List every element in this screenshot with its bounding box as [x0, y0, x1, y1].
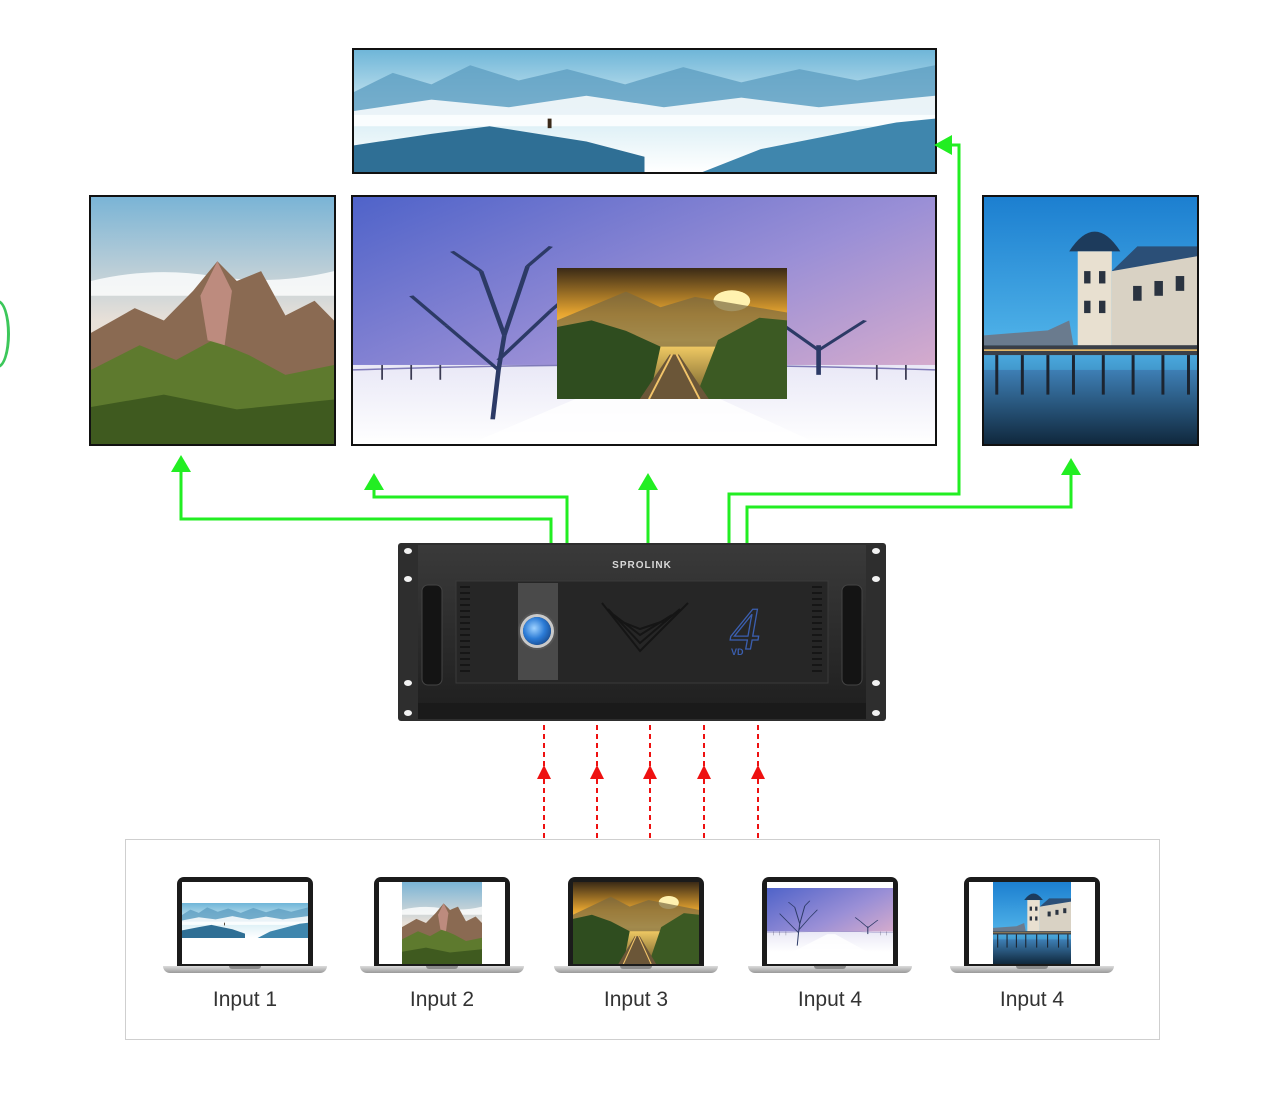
railway-sunset-thumb [573, 882, 699, 964]
right-screen [982, 195, 1199, 446]
output-arrow-center-left [372, 488, 569, 543]
output-arrow-top [727, 143, 961, 543]
arrowhead-top [934, 135, 952, 155]
output-arrow-left [179, 470, 553, 543]
input-label: Input 4 [797, 988, 863, 1011]
input-sources-panel: Input 1 Input 2 Input 3 Input 4 Input 4 [125, 839, 1160, 1040]
model-sub: VD [731, 647, 744, 657]
input-label: Input 1 [212, 988, 278, 1011]
arrowhead-right [1061, 458, 1081, 475]
arrowhead-left [171, 455, 191, 472]
arrowhead-in-1 [537, 765, 551, 779]
mountain-fog-panorama-thumb [182, 903, 308, 938]
input-label: Input 2 [409, 988, 475, 1011]
model-mark: 4 [729, 595, 760, 662]
pier-pavilion-night-thumb [993, 882, 1071, 964]
output-arrow-right [745, 473, 1073, 543]
huangshan-peak-thumb [402, 882, 482, 964]
arrowhead-in-2 [590, 765, 604, 779]
snowy-trees-dusk-thumb [767, 888, 893, 952]
laptop-screen [573, 882, 699, 964]
input-label: Input 4 [999, 988, 1065, 1011]
brand-logo: SPROLINK [612, 560, 672, 571]
laptop-screen [182, 882, 308, 964]
power-button[interactable] [523, 617, 551, 645]
arrowhead-center-left [364, 473, 384, 490]
arrowhead-in-3 [643, 765, 657, 779]
laptop-screen [969, 882, 1095, 964]
input-label: Input 3 [603, 988, 669, 1011]
left-screen [89, 195, 336, 446]
arrowhead-in-4 [697, 765, 711, 779]
top-wide-screen [352, 48, 937, 174]
arrowhead-center [638, 473, 658, 490]
laptop-screen [767, 882, 893, 964]
laptop-screen [379, 882, 505, 964]
video-processor: SPROLINK 4 VD [398, 543, 886, 721]
center-screen [351, 195, 937, 446]
arrowhead-in-5 [751, 765, 765, 779]
